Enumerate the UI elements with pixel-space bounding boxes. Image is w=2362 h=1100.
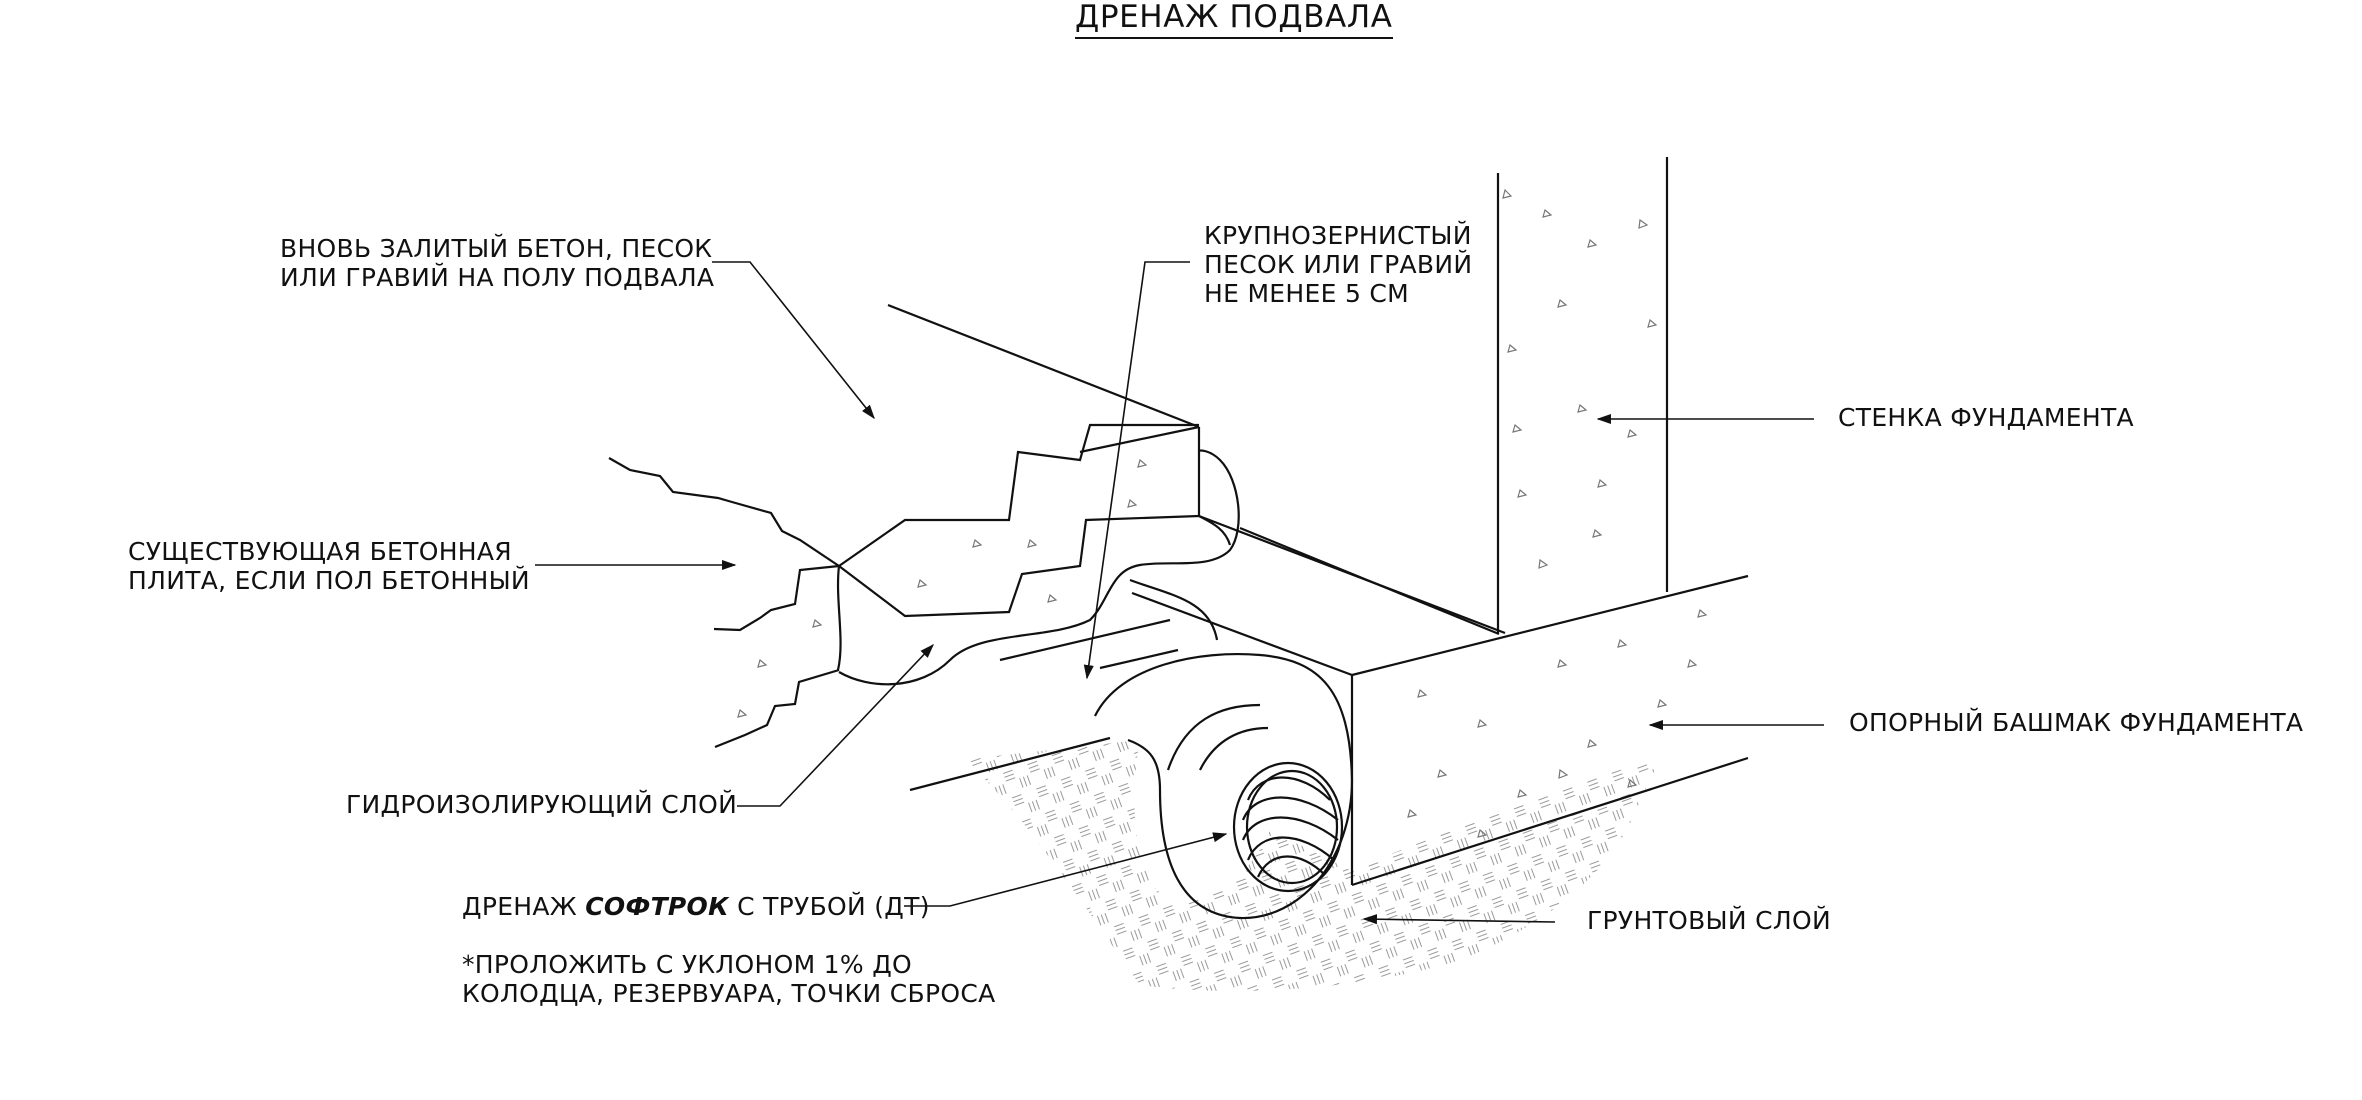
label-slope-note: *ПРОЛОЖИТЬ С УКЛОНОМ 1% ДО КОЛОДЦА, РЕЗЕ… [462, 950, 995, 1008]
footing [1131, 574, 1749, 887]
leader-waterproofing [737, 643, 934, 807]
label-existing-slab: СУЩЕСТВУЮЩАЯ БЕТОННАЯ ПЛИТА, ЕСЛИ ПОЛ БЕ… [128, 537, 530, 595]
footing-aggregate-marks [1407, 608, 1708, 838]
leader-coarse-sand [1083, 261, 1190, 680]
label-existing-slab-line1: СУЩЕСТВУЮЩАЯ БЕТОННАЯ [128, 537, 512, 566]
floor-slab [836, 303, 1506, 671]
label-coarse-sand-line2: ПЕСОК ИЛИ ГРАВИЙ [1204, 250, 1473, 279]
label-existing-slab-line2: ПЛИТА, ЕСЛИ ПОЛ БЕТОННЫЙ [128, 566, 530, 595]
label-drain-prefix: ДРЕНАЖ [462, 892, 586, 921]
leader-lines [535, 261, 1824, 925]
drain-pipe [1094, 653, 1354, 920]
foundation-wall [1496, 157, 1669, 633]
label-footing: ОПОРНЫЙ БАШМАК ФУНДАМЕНТА [1849, 708, 2303, 737]
label-new-concrete-line2: ИЛИ ГРАВИЙ НА ПОЛУ ПОДВАЛА [280, 263, 715, 292]
soil-layer [960, 740, 1660, 991]
concrete-aggregate-marks [1502, 188, 1658, 569]
leader-soil [1362, 914, 1556, 925]
label-drain: ДРЕНАЖ СОФТРОК С ТРУБОЙ (ДТ) [462, 892, 930, 921]
label-waterproofing: ГИДРОИЗОЛИРУЮЩИЙ СЛОЙ [346, 790, 737, 819]
existing-slab-marks [737, 618, 823, 718]
diagram-title: ДРЕНАЖ ПОДВАЛА [1075, 0, 1393, 39]
gravel-lines [999, 618, 1179, 670]
label-drain-brand: СОФТРОК [585, 892, 729, 921]
waterproofing-layer [838, 449, 1240, 686]
label-slope-note-line2: КОЛОДЦА, РЕЗЕРВУАРА, ТОЧКИ СБРОСА [462, 979, 996, 1008]
label-coarse-sand-line3: НЕ МЕНЕЕ 5 СМ [1204, 279, 1410, 308]
label-waterproofing-text: ГИДРОИЗОЛИРУЮЩИЙ СЛОЙ [346, 790, 738, 819]
ground-edge [909, 736, 1111, 792]
label-drain-suffix: С ТРУБОЙ (ДТ) [728, 892, 930, 921]
slab-aggregate-marks [917, 458, 1148, 603]
label-new-concrete: ВНОВЬ ЗАЛИТЫЙ БЕТОН, ПЕСОК ИЛИ ГРАВИЙ НА… [280, 234, 714, 292]
label-soil: ГРУНТОВЫЙ СЛОЙ [1587, 906, 1831, 935]
label-new-concrete-line1: ВНОВЬ ЗАЛИТЫЙ БЕТОН, ПЕСОК [280, 234, 713, 263]
label-coarse-sand: КРУПНОЗЕРНИСТЫЙ ПЕСОК ИЛИ ГРАВИЙ НЕ МЕНЕ… [1204, 221, 1472, 308]
label-foundation-wall: СТЕНКА ФУНДАМЕНТА [1838, 403, 2134, 432]
label-foundation-wall-text: СТЕНКА ФУНДАМЕНТА [1838, 403, 2134, 432]
leader-new-concrete [712, 261, 875, 420]
existing-slab-break [608, 457, 840, 749]
label-slope-note-line1: *ПРОЛОЖИТЬ С УКЛОНОМ 1% ДО [462, 950, 912, 979]
leader-drain [904, 832, 1228, 907]
label-footing-text: ОПОРНЫЙ БАШМАК ФУНДАМЕНТА [1849, 708, 2304, 737]
label-coarse-sand-line1: КРУПНОЗЕРНИСТЫЙ [1204, 221, 1472, 250]
label-soil-text: ГРУНТОВЫЙ СЛОЙ [1587, 906, 1831, 935]
